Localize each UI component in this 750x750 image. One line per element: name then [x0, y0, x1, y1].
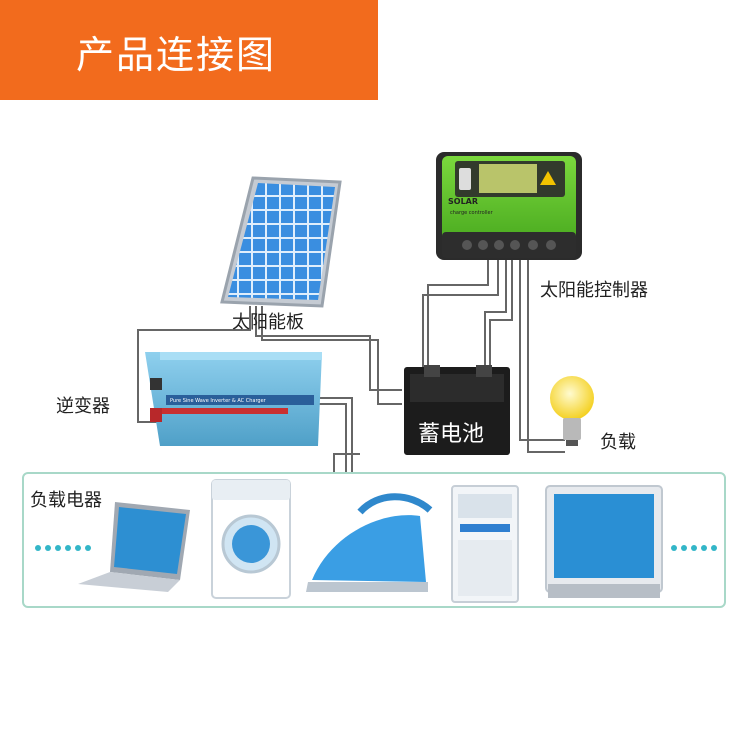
- load-label: 负载: [600, 432, 636, 453]
- solar-panel-icon: [220, 176, 342, 308]
- continuation-dots-right: [671, 545, 717, 551]
- iron-icon: [306, 493, 433, 592]
- banner-title: 产品连接图: [76, 33, 277, 77]
- title-banner: 产品连接图: [0, 0, 378, 100]
- television-icon: [545, 485, 663, 598]
- inverter-model: Pure Sine Wave Inverter & AC Charger: [170, 398, 267, 404]
- laptop-icon: [78, 502, 190, 592]
- battery-label: 蓄电池: [417, 422, 484, 447]
- air-conditioner-icon: [451, 485, 519, 603]
- wires: [137, 258, 565, 474]
- appliance-group-frame: [22, 472, 726, 608]
- appliances-label: 负载电器: [30, 490, 102, 511]
- solar-panel-label: 太阳能板: [232, 312, 304, 333]
- charge-controller-icon: [436, 152, 582, 260]
- inverter-icon: [145, 352, 322, 446]
- continuation-dots-left: [35, 545, 91, 551]
- battery-icon: [404, 365, 510, 455]
- controller-subtitle: charge controller: [450, 210, 494, 216]
- controller-brand: SOLAR: [448, 197, 478, 206]
- inverter-label: 逆变器: [56, 396, 110, 417]
- controller-label: 太阳能控制器: [540, 280, 648, 301]
- washing-machine-icon: [211, 479, 291, 599]
- light-bulb-icon: [550, 376, 594, 446]
